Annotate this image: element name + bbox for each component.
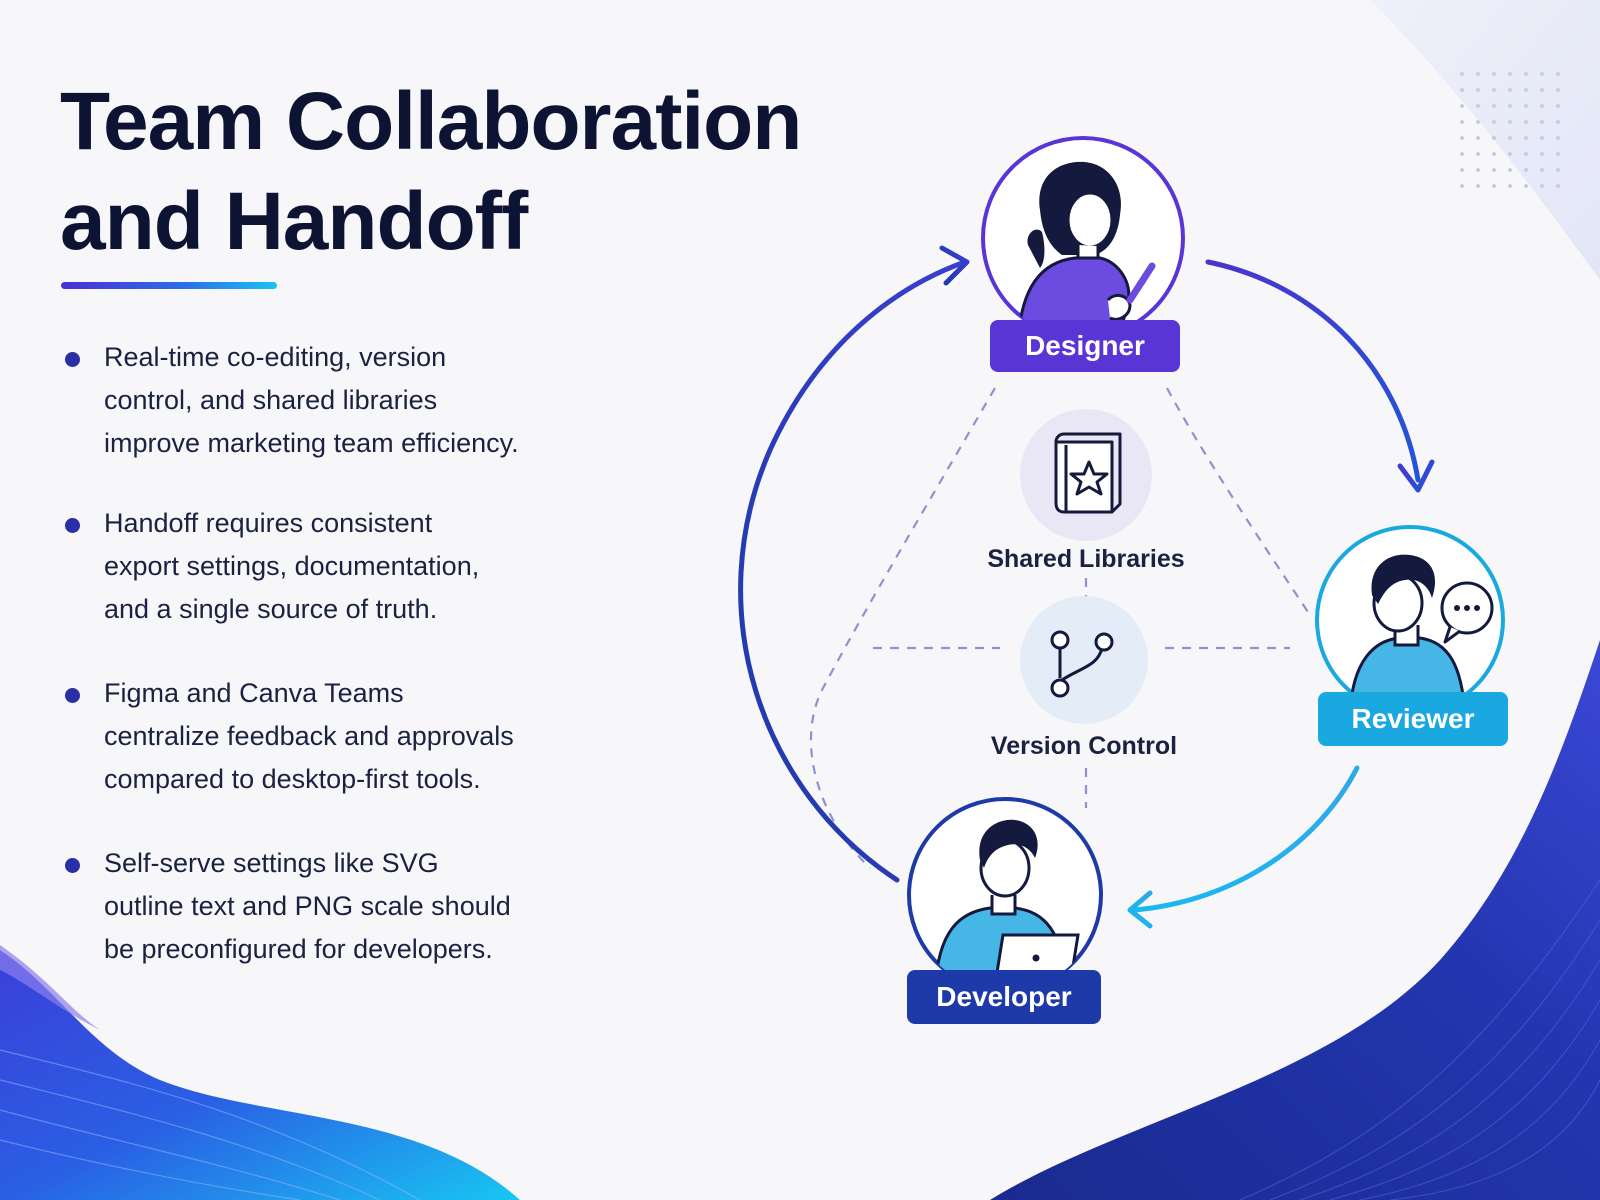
developer-label: Developer: [936, 981, 1071, 1012]
bottom-left-wave: [0, 950, 520, 1200]
designer-node: Designer: [981, 136, 1185, 372]
bullet-dot-icon: [65, 688, 80, 703]
flow-arrow-developer-to-designer: [738, 245, 970, 883]
branch-icon: [1050, 630, 1114, 698]
designer-label: Designer: [1025, 330, 1145, 361]
reviewer-label: Reviewer: [1352, 703, 1475, 734]
bullet-text: Self-serve settings like SVG outline tex…: [104, 848, 511, 964]
title-line-1: Team Collaboration: [60, 76, 802, 167]
dashed-connectors: [809, 387, 1309, 869]
book-with-star-icon: [1054, 432, 1122, 514]
version-control-hub: Version Control: [991, 596, 1177, 760]
flow-arrow-reviewer-to-developer: [1127, 765, 1360, 929]
title-line-2: and Handoff: [60, 176, 528, 267]
dot-grid: [1460, 72, 1560, 188]
top-right-tint: [1370, 0, 1600, 280]
shared-libraries-label: Shared Libraries: [987, 545, 1184, 573]
reviewer-node: Reviewer: [1315, 525, 1508, 746]
bullet-dot-icon: [65, 858, 80, 873]
page-title: Team Collaboration and Handoff: [60, 72, 820, 272]
bottom-right-wave: [990, 640, 1600, 1200]
flow-arrow-designer-to-reviewer: [1205, 259, 1435, 493]
speech-bubble-icon: [1440, 581, 1494, 644]
bullet-dot-icon: [65, 352, 80, 367]
version-control-label: Version Control: [991, 732, 1177, 760]
bullet-dot-icon: [65, 518, 80, 533]
connector-designer-reviewer: [1166, 387, 1309, 613]
connector-designer-developer: [809, 387, 996, 869]
bullet-text: Figma and Canva Teams centralize feedbac…: [104, 678, 514, 794]
bullet-text: Handoff requires consistent export setti…: [104, 508, 480, 624]
bullet-text: Real-time co-editing, version control, a…: [104, 342, 519, 458]
developer-node: Developer: [907, 797, 1103, 1024]
title-accent-bar: [61, 282, 277, 289]
shared-libraries-hub: Shared Libraries: [987, 409, 1185, 573]
